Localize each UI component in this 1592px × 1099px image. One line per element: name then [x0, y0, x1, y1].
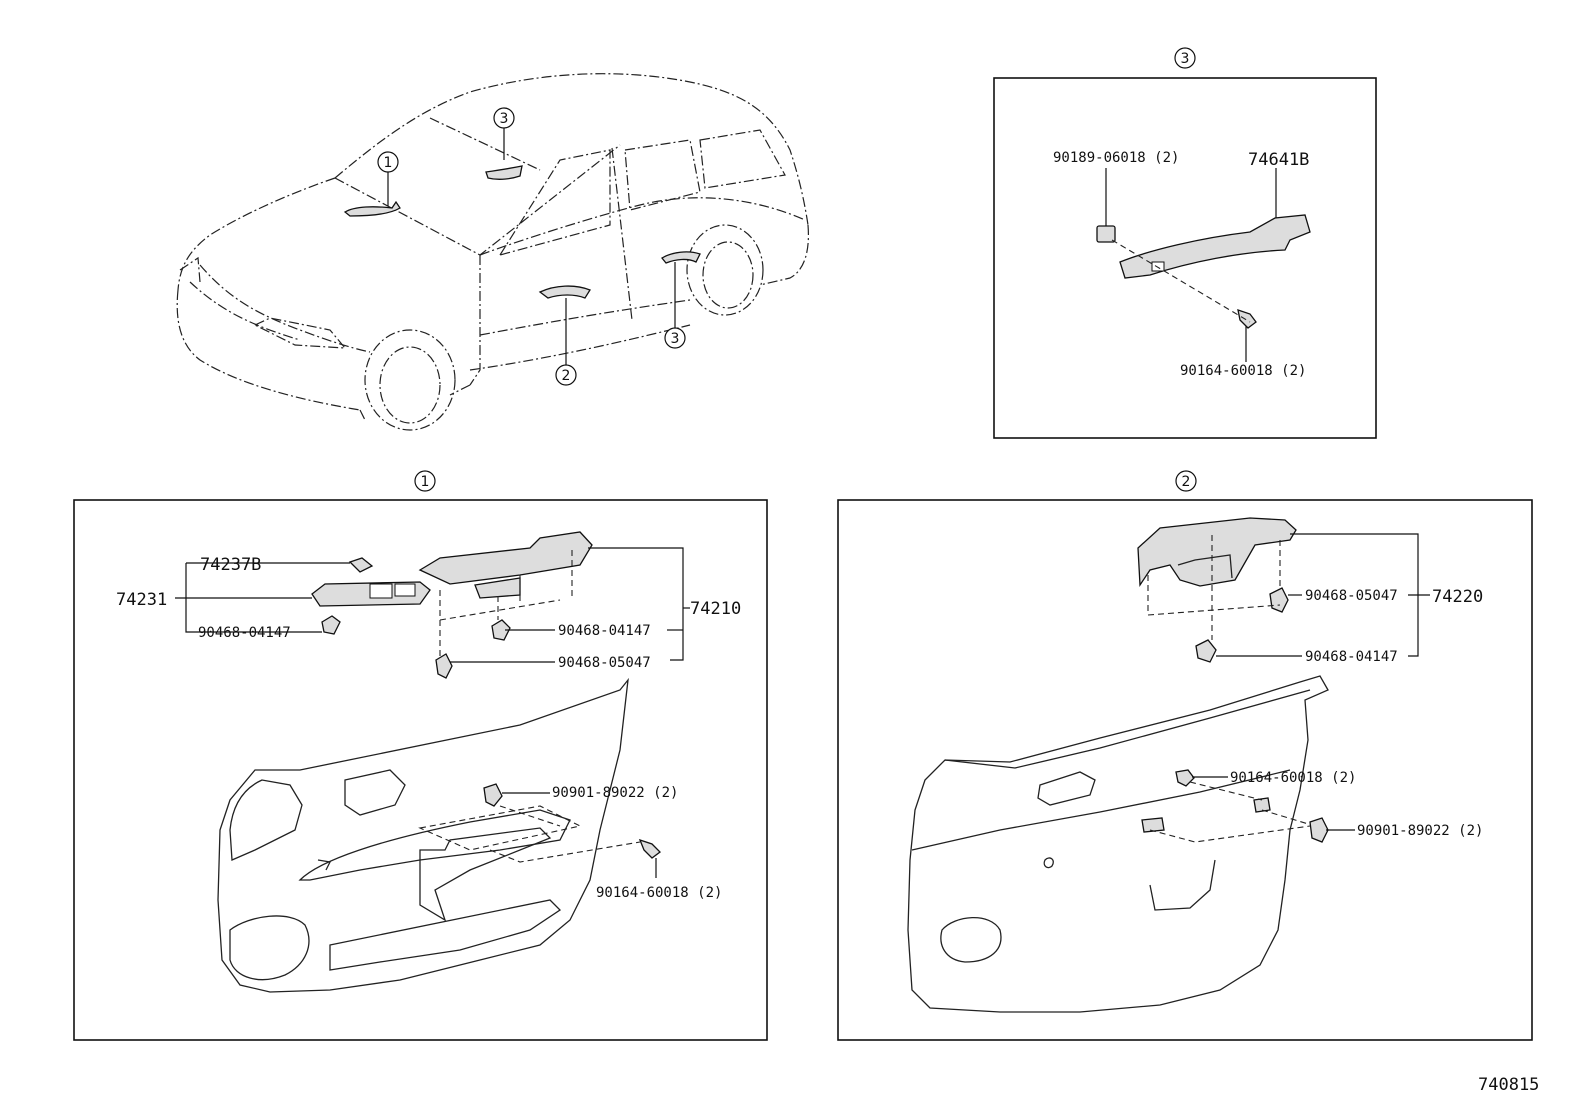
clip-90468-05047: [435, 653, 453, 679]
svg-text:2: 2: [562, 368, 571, 384]
panel-2-title: 2: [1182, 474, 1191, 490]
callout-3-roof: 3: [493, 107, 515, 129]
handle-marker-2: [538, 285, 591, 299]
label-90164-60018: 90164-60018 (2): [596, 885, 722, 901]
callout-3-rear: 3: [664, 327, 686, 349]
svg-text:3: 3: [500, 111, 509, 127]
label-74237B: 74237B: [200, 555, 261, 575]
label-74210: 74210: [690, 599, 741, 619]
label-90901-89022: 90901-89022 (2): [552, 785, 678, 801]
callout-2: 2: [555, 364, 577, 386]
clip-90468-04147: [1195, 639, 1217, 663]
panel-1-frame: [73, 499, 768, 1041]
handle-marker-3-roof: [485, 165, 523, 180]
label-74220: 74220: [1432, 587, 1483, 607]
label-90164-60018: 90164-60018 (2): [1230, 770, 1356, 786]
screw-90164-60018: [638, 838, 661, 859]
handle-marker-3-rear: [661, 251, 701, 264]
pull-handle-74220: [1137, 517, 1297, 587]
door-trim-panel-front: [217, 677, 629, 993]
diagram-code: 740815: [1478, 1075, 1539, 1095]
label-90468-05047: 90468-05047: [1305, 588, 1398, 604]
panel-3-title: 3: [1181, 51, 1190, 67]
clip-90901-89022: [1309, 817, 1329, 843]
label-90468-04147-right: 90468-04147: [558, 623, 651, 639]
panel-1: 1: [73, 470, 768, 1041]
label-74231: 74231: [116, 590, 167, 610]
assist-grip: [1119, 214, 1311, 279]
label-90468-05047: 90468-05047: [558, 655, 651, 671]
panel-3-frame: [993, 77, 1377, 439]
svg-text:1: 1: [384, 155, 393, 171]
panel-3: 3 90189-06018 (2) 74641B 90164-60018 (2): [993, 47, 1377, 439]
label-90468-04147: 90468-04147: [1305, 649, 1398, 665]
label-74641B: 74641B: [1248, 150, 1309, 170]
handle-marker-1: [343, 200, 401, 217]
label-90189-06018: 90189-06018 (2): [1053, 150, 1179, 166]
label-90901-89022: 90901-89022 (2): [1357, 823, 1483, 839]
svg-text:3: 3: [671, 331, 680, 347]
clip-90901-89022: [483, 783, 503, 807]
car-overview: 1 3 2 3: [176, 73, 810, 431]
clip-90468-05047: [1269, 587, 1289, 613]
panel-2-frame: [837, 499, 1533, 1041]
panel-1-title: 1: [421, 474, 430, 490]
screw-90164: [1237, 309, 1257, 329]
clip-90468-04147-left: [321, 615, 341, 635]
armrest-74210: [418, 531, 593, 585]
callout-1: 1: [377, 151, 399, 173]
cap-74237B: [348, 557, 374, 573]
label-90468-04147-left: 90468-04147: [198, 625, 291, 641]
screw-90164-60018: [1175, 769, 1195, 787]
panel-2: 2: [837, 470, 1533, 1041]
clip-90468-04147-right: [491, 619, 511, 641]
door-trim-panel-rear: [907, 675, 1329, 1013]
label-90164-60018: 90164-60018 (2): [1180, 363, 1306, 379]
